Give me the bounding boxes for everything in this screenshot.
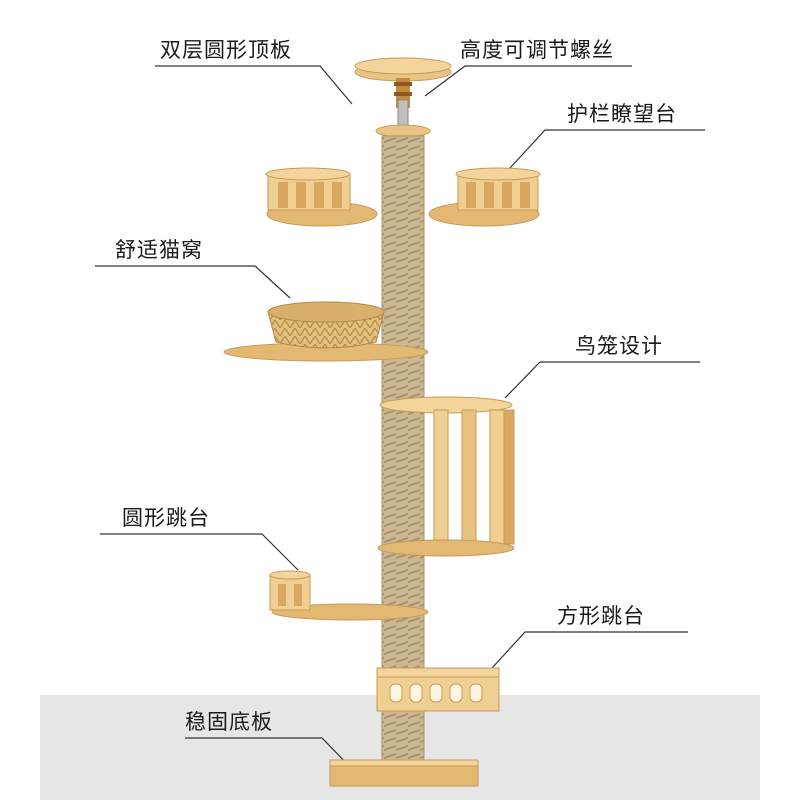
leader-line-round bbox=[100, 533, 299, 571]
bird-cage bbox=[377, 396, 515, 557]
label-cage: 鸟笼设计 bbox=[575, 334, 663, 358]
leader-line-lookout bbox=[509, 129, 705, 169]
double-top-plate bbox=[354, 57, 452, 138]
leader-line-nest bbox=[95, 265, 291, 299]
label-round-platform: 圆形跳台 bbox=[122, 506, 210, 530]
sisal-pole bbox=[381, 135, 425, 767]
round-platform bbox=[269, 570, 429, 621]
label-square-platform: 方形跳台 bbox=[557, 604, 645, 628]
base-plate bbox=[329, 759, 479, 787]
leader-line-square bbox=[491, 631, 688, 669]
label-base: 稳固底板 bbox=[185, 710, 273, 734]
leader-line-cage bbox=[504, 361, 700, 399]
label-lookout: 护栏瞭望台 bbox=[567, 102, 677, 126]
square-platform bbox=[376, 667, 500, 712]
cat-nest bbox=[223, 301, 429, 362]
label-nest: 舒适猫窝 bbox=[115, 238, 203, 262]
leader-lines bbox=[95, 65, 705, 773]
leader-line-screw bbox=[424, 65, 632, 97]
leader-line-top bbox=[155, 65, 353, 105]
lookout-platforms bbox=[265, 167, 541, 227]
label-screw: 高度可调节螺丝 bbox=[460, 38, 614, 62]
label-double-top: 双层圆形顶板 bbox=[160, 38, 292, 62]
